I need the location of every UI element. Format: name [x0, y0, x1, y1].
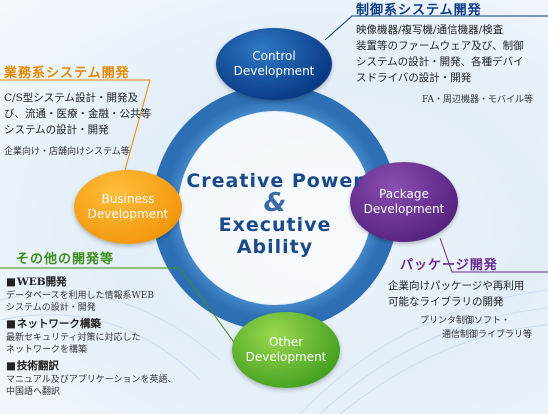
connector-package [439, 237, 548, 273]
other-item-network-title: ネットワーク構築 [6, 318, 101, 331]
control-section-line-1: 映像機器/複写機/通信機器/検査 [356, 24, 504, 36]
control-section-line-2: 装置等のファームウェア及び、制御 [356, 40, 524, 52]
control-development-node: Control Development [216, 28, 332, 100]
package-development-node: Package Development [350, 162, 458, 242]
other-item-web-title: WEB開発 [6, 276, 67, 289]
other-development-node: Other Development [232, 312, 340, 388]
control-section-note: FA・周辺機器・モバイル等 [422, 95, 533, 105]
package-section-line-2: 可能なライブラリの開発 [388, 296, 504, 308]
package-section-line-1: 企業向けパッケージや再利用 [388, 280, 525, 292]
center-title-line2: Executive Ability [218, 214, 332, 258]
other-item-translation-line-1: マニュアル及びアプリケーションを英語、 [6, 375, 177, 385]
control-section-heading: 制御系システム開発 [356, 3, 482, 18]
connector-control [324, 15, 548, 41]
business-section-line-2: び、流通・医療・金融・公共等 [4, 108, 151, 120]
other-item-network-line-1: 最新セキュリティ対策に対応した [6, 333, 141, 343]
package-section-note-1: プリンタ制御ソフト・ [420, 316, 511, 326]
business-section-line-1: C/S型システム設計・開発及 [4, 92, 138, 104]
connector-other [0, 267, 237, 346]
other-item-translation-title: 技術翻訳 [6, 360, 59, 373]
control-section-line-3: システムの設計・開発、各種デバイ [356, 56, 524, 68]
business-section-line-3: システムの設計・開発 [4, 124, 109, 136]
business-section-note: 企業向け・店舗向けシステム等 [4, 147, 130, 157]
business-development-node: Business Development [74, 170, 182, 244]
other-item-web-line-1: データベースを利用した情報系WEB [6, 291, 154, 301]
center-title-ampersand: & [263, 188, 287, 218]
other-section-heading: その他の開発等 [16, 252, 115, 267]
package-section-heading: パッケージ開発 [400, 258, 498, 273]
business-section-heading: 業務系システム開発 [4, 66, 130, 81]
other-item-translation-line-2: 中国語へ翻訳 [6, 387, 61, 397]
center-title: Creative Power & Executive Ability [180, 170, 370, 258]
other-item-web-line-2: システムの設計・開発 [6, 303, 96, 313]
control-section-line-4: スドライバの設計・開発 [356, 72, 472, 84]
central-ring-inner-glow [179, 112, 371, 304]
package-section-note-2: 通信制御ライブラリ等 [442, 330, 533, 340]
center-title-line1: Creative Power [186, 170, 364, 192]
other-item-network-line-2: ネットワークを構築 [6, 345, 88, 355]
connector-business [0, 79, 151, 171]
